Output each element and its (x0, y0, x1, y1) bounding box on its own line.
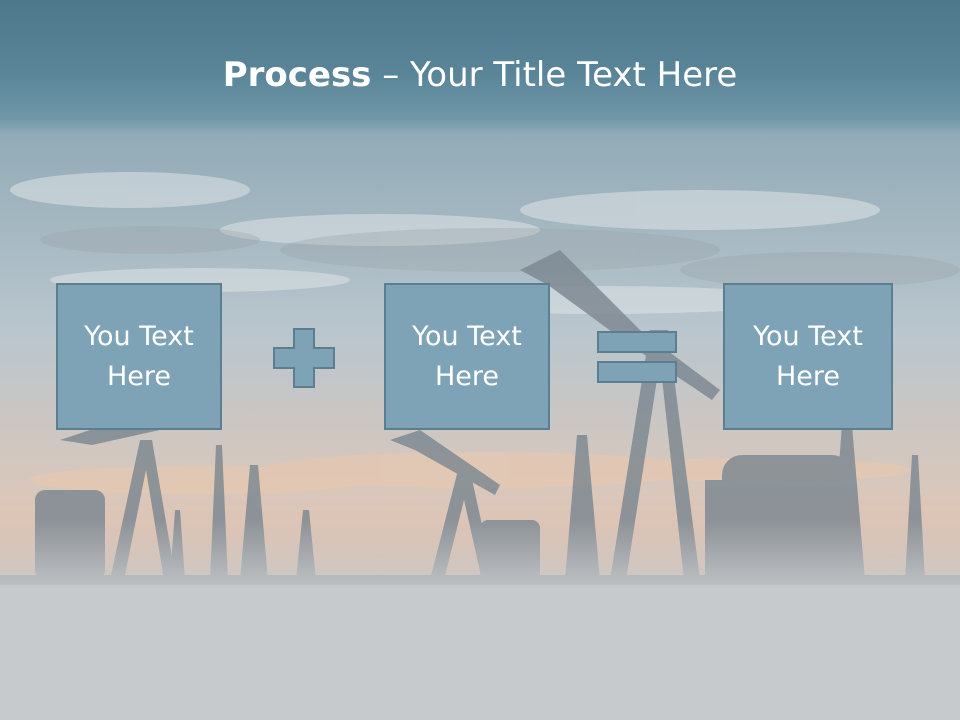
equals-icon (597, 331, 677, 383)
process-box-1-text: You Text Here (84, 320, 194, 392)
title-bold: Process (222, 55, 372, 95)
process-box-1[interactable]: You Text Here (56, 283, 222, 430)
slide-title: Process – Your Title Text Here (0, 52, 960, 98)
process-box-3-text: You Text Here (753, 320, 863, 392)
process-box-2[interactable]: You Text Here (384, 283, 550, 430)
title-rest: – Your Title Text Here (371, 55, 738, 95)
process-box-2-text: You Text Here (412, 320, 522, 392)
title-band (0, 0, 960, 135)
process-box-3[interactable]: You Text Here (723, 283, 893, 430)
plus-icon (273, 328, 335, 388)
